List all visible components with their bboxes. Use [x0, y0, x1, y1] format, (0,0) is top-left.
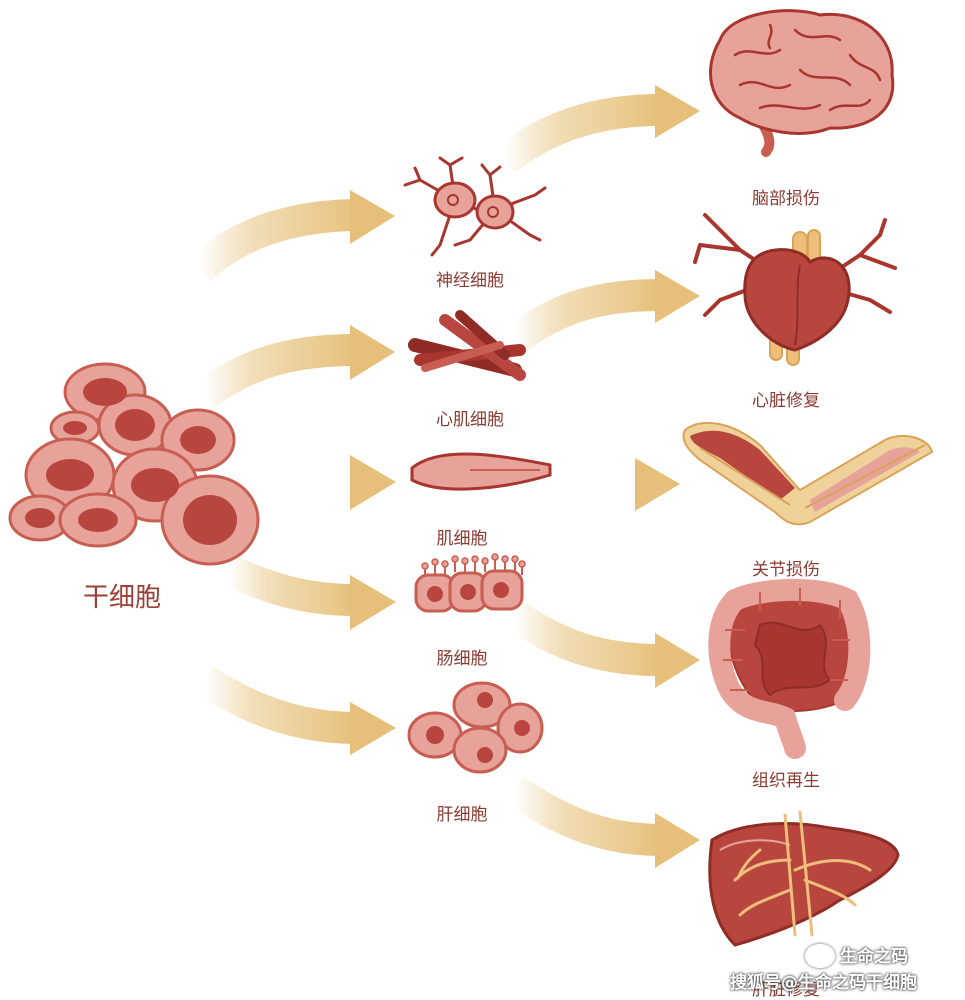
- arrow-to-intestinal: [222, 555, 396, 630]
- watermark-source: 搜狐号@生命之码干细胞: [730, 973, 917, 993]
- arrow-to-neuron: [188, 190, 395, 282]
- intestine-illustration: [708, 578, 871, 759]
- brain-illustration: [708, 9, 895, 157]
- joint-outcome-label: 关节损伤: [752, 560, 820, 580]
- stem-cell-label: 干细胞: [82, 583, 162, 613]
- arrow-to-joint: [545, 458, 680, 511]
- cardiomyocyte-label: 心肌细胞: [436, 410, 504, 430]
- intestine-outcome-label: 组织再生: [752, 771, 820, 791]
- hepatocyte-cells: [407, 681, 544, 774]
- cardiomyocyte-cells: [408, 310, 526, 381]
- arrow-to-muscle: [230, 455, 396, 510]
- wechat-icon: [805, 944, 835, 968]
- joint-illustration: [682, 421, 934, 526]
- neuron-cells: [403, 156, 547, 257]
- muscle-cell: [410, 452, 552, 491]
- intestinal-cells: [414, 553, 526, 613]
- neuron-label: 神经细胞: [436, 271, 504, 291]
- muscle-cell-label: 肌细胞: [436, 529, 488, 549]
- brain-outcome-label: 脑部损伤: [752, 189, 820, 209]
- heart-outcome-label: 心脏修复: [752, 391, 820, 411]
- liver-illustration: [708, 810, 900, 947]
- intestinal-cell-label: 肠细胞: [436, 649, 488, 669]
- heart-illustration: [693, 213, 897, 366]
- arrow-to-brain: [495, 85, 700, 173]
- hepatocyte-label: 肝细胞: [436, 805, 488, 825]
- arrow-to-hepatocyte: [196, 666, 396, 755]
- liver-outcome-label: 肝脏修复: [752, 980, 820, 1000]
- arrow-to-heart: [505, 270, 700, 353]
- watermark-account: 生命之码: [840, 947, 908, 967]
- arrow-to-cardiomyocyte: [195, 325, 395, 408]
- arrow-to-liver: [505, 776, 700, 868]
- stem-cell-cluster: [8, 362, 260, 566]
- arrow-to-intestine: [505, 601, 700, 688]
